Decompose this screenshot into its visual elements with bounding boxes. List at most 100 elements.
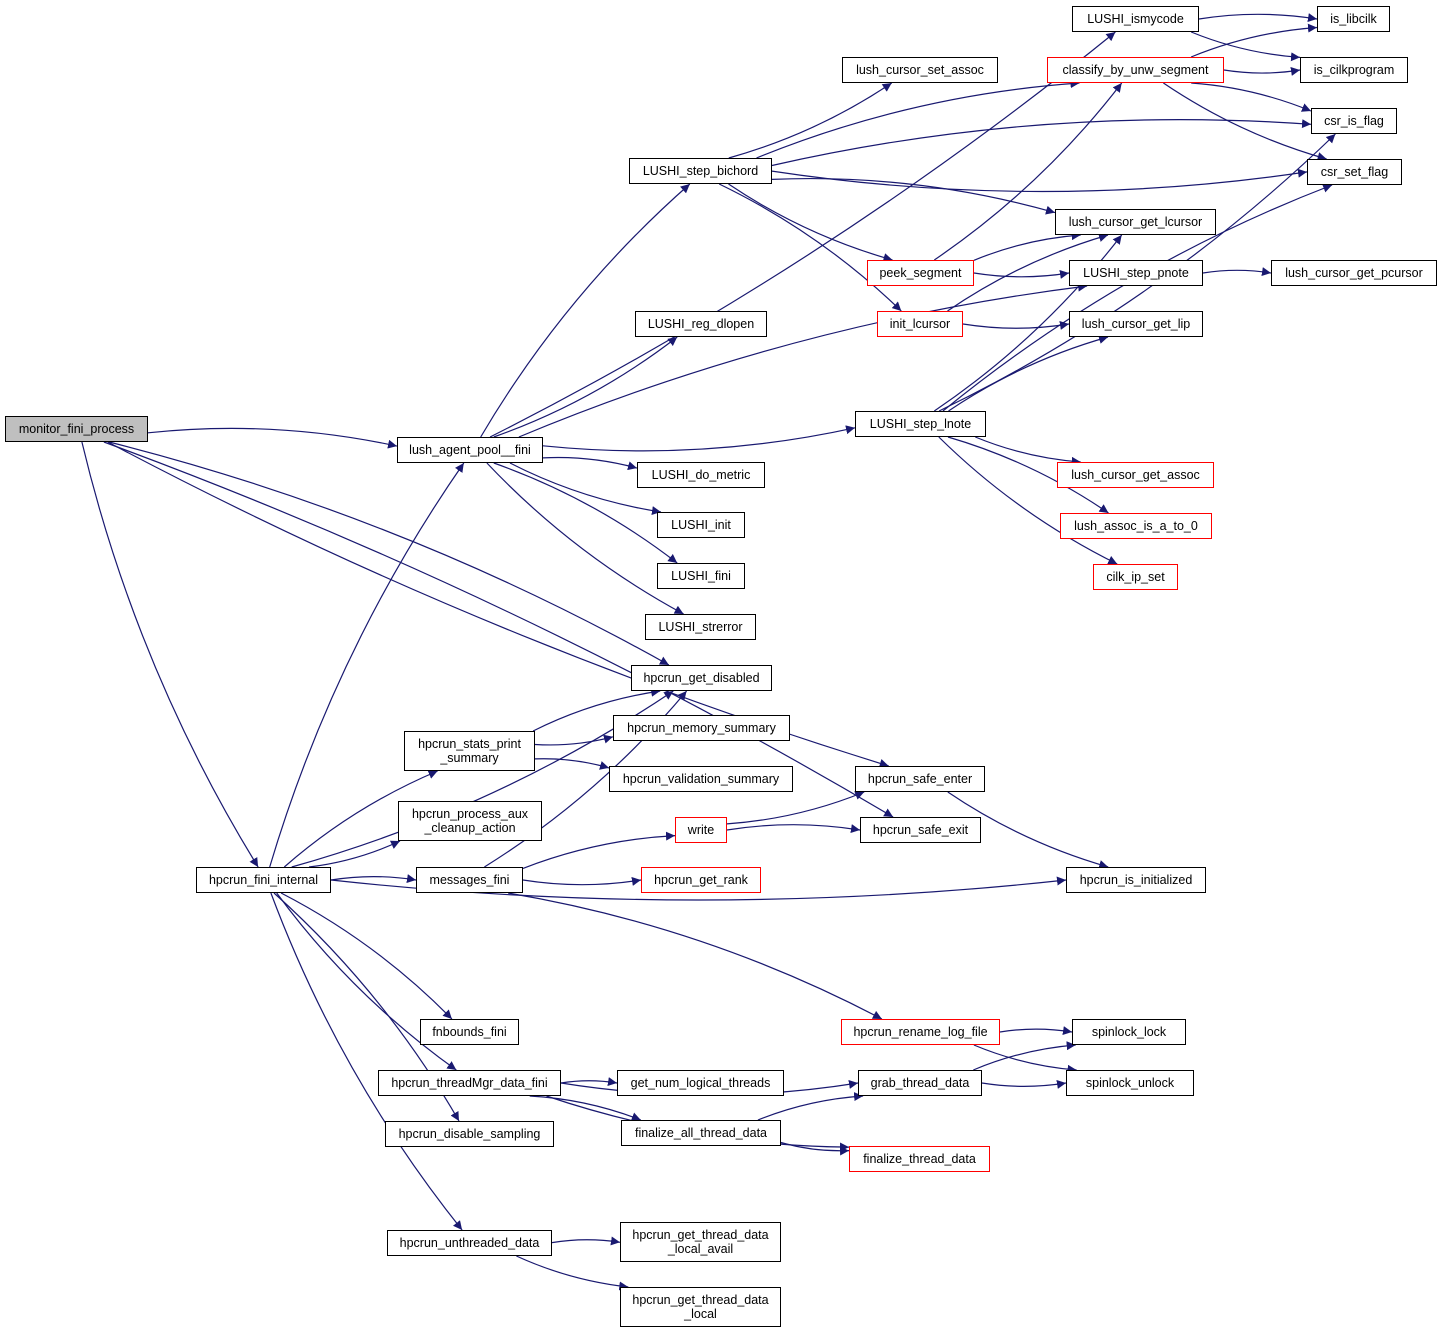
graph-node-LUSHI-do-metric[interactable]: LUSHI_do_metric <box>637 462 765 488</box>
graph-node-finalize-all-thread-data[interactable]: finalize_all_thread_data <box>621 1120 781 1146</box>
edge-classify-by-unw-segment-to-csr-is-flag <box>1191 82 1312 112</box>
graph-node-cilk-ip-set[interactable]: cilk_ip_set <box>1093 564 1178 590</box>
graph-node-hpcrun-unthreaded-data[interactable]: hpcrun_unthreaded_data <box>387 1230 552 1256</box>
graph-node-hpcrun-get-thread-data-local[interactable]: hpcrun_get_thread_data _local <box>620 1287 781 1327</box>
node-label: hpcrun_disable_sampling <box>398 1127 541 1141</box>
graph-node-LUSHI-strerror[interactable]: LUSHI_strerror <box>645 614 756 640</box>
edge-lush-agent-pool--fini-to-LUSHI-ismycode <box>489 31 1116 438</box>
graph-node-lush-agent-pool--fini[interactable]: lush_agent_pool__fini <box>397 437 543 463</box>
graph-node-hpcrun-process-aux-cleanup-action[interactable]: hpcrun_process_aux _cleanup_action <box>398 801 542 841</box>
node-label: csr_is_flag <box>1324 114 1384 128</box>
graph-node-lush-cursor-get-lip[interactable]: lush_cursor_get_lip <box>1069 311 1203 337</box>
graph-node-lush-cursor-set-assoc[interactable]: lush_cursor_set_assoc <box>842 57 998 83</box>
edge-hpcrun-fini-internal-to-hpcrun-stats-print-summary <box>283 770 438 868</box>
edge-init-lcursor-to-lush-cursor-get-lip <box>962 320 1070 330</box>
edge-finalize-all-thread-data-to-finalize-thread-data <box>780 1141 850 1156</box>
graph-node-write[interactable]: write <box>675 817 727 843</box>
graph-node-LUSHI-step-bichord[interactable]: LUSHI_step_bichord <box>629 158 772 184</box>
graph-node-csr-set-flag[interactable]: csr_set_flag <box>1307 159 1402 185</box>
edge-monitor-fini-process-to-lush-agent-pool--fini <box>147 427 398 449</box>
graph-node-hpcrun-get-thread-data-local-avail[interactable]: hpcrun_get_thread_data _local_avail <box>620 1222 781 1262</box>
node-label: lush_cursor_get_lip <box>1081 317 1191 331</box>
edge-grab-thread-data-to-spinlock-lock <box>973 1041 1076 1071</box>
edge-LUSHI-ismycode-to-is-cilkprogram <box>1190 31 1301 62</box>
edge-hpcrun-threadMgr-data-fini-to-get-num-logical-threads <box>560 1077 618 1087</box>
edge-LUSHI-step-lnote-to-cilk-ip-set <box>938 436 1118 565</box>
edge-hpcrun-fini-internal-to-messages-fini <box>330 874 417 884</box>
node-label: lush_assoc_is_a_to_0 <box>1074 519 1198 533</box>
edge-monitor-fini-process-to-hpcrun-safe-exit <box>103 441 894 818</box>
node-label: spinlock_unlock <box>1085 1076 1175 1090</box>
edge-LUSHI-step-lnote-to-lush-assoc-is-a-to-0 <box>947 436 1109 514</box>
graph-node-hpcrun-get-rank[interactable]: hpcrun_get_rank <box>641 867 761 893</box>
edge-LUSHI-step-bichord-to-csr-set-flag <box>771 168 1308 193</box>
graph-node-LUSHI-step-pnote[interactable]: LUSHI_step_pnote <box>1069 260 1203 286</box>
edge-hpcrun-stats-print-summary-to-hpcrun-get-disabled <box>532 687 661 732</box>
graph-node-lush-cursor-get-pcursor[interactable]: lush_cursor_get_pcursor <box>1271 260 1437 286</box>
node-label: hpcrun_safe_exit <box>872 823 969 837</box>
node-label: monitor_fini_process <box>18 422 135 436</box>
node-label: grab_thread_data <box>870 1076 970 1090</box>
edge-LUSHI-step-bichord-to-classify-by-unw-segment <box>756 79 1080 159</box>
graph-node-hpcrun-fini-internal[interactable]: hpcrun_fini_internal <box>196 867 331 893</box>
node-label: hpcrun_get_disabled <box>643 671 760 685</box>
graph-node-classify-by-unw-segment[interactable]: classify_by_unw_segment <box>1047 57 1224 83</box>
graph-node-fnbounds-fini[interactable]: fnbounds_fini <box>420 1019 519 1045</box>
graph-node-LUSHI-ismycode[interactable]: LUSHI_ismycode <box>1072 6 1199 32</box>
node-label: LUSHI_strerror <box>658 620 743 634</box>
graph-node-is-cilkprogram[interactable]: is_cilkprogram <box>1300 57 1408 83</box>
graph-node-messages-fini[interactable]: messages_fini <box>416 867 523 893</box>
node-label: classify_by_unw_segment <box>1062 63 1209 77</box>
edge-lush-agent-pool--fini-to-LUSHI-step-pnote <box>518 282 1088 438</box>
edge-hpcrun-stats-print-summary-to-hpcrun-memory-summary <box>534 734 614 746</box>
graph-node-init-lcursor[interactable]: init_lcursor <box>877 311 963 337</box>
graph-node-hpcrun-threadMgr-data-fini[interactable]: hpcrun_threadMgr_data_fini <box>378 1070 561 1096</box>
edge-LUSHI-step-bichord-to-lush-cursor-set-assoc <box>728 82 893 159</box>
node-label: lush_cursor_get_assoc <box>1071 468 1200 482</box>
graph-node-hpcrun-is-initialized[interactable]: hpcrun_is_initialized <box>1066 867 1206 893</box>
graph-node-hpcrun-get-disabled[interactable]: hpcrun_get_disabled <box>631 665 772 691</box>
graph-node-LUSHI-fini[interactable]: LUSHI_fini <box>657 563 745 589</box>
graph-node-csr-is-flag[interactable]: csr_is_flag <box>1311 108 1397 134</box>
graph-node-spinlock-unlock[interactable]: spinlock_unlock <box>1066 1070 1194 1096</box>
node-label: cilk_ip_set <box>1106 570 1165 584</box>
graph-node-grab-thread-data[interactable]: grab_thread_data <box>858 1070 982 1096</box>
graph-node-hpcrun-memory-summary[interactable]: hpcrun_memory_summary <box>613 715 790 741</box>
graph-node-lush-cursor-get-lcursor[interactable]: lush_cursor_get_lcursor <box>1055 209 1216 235</box>
edge-messages-fini-to-hpcrun-rename-log-file <box>508 892 883 1020</box>
graph-node-hpcrun-rename-log-file[interactable]: hpcrun_rename_log_file <box>841 1019 1000 1045</box>
graph-node-hpcrun-safe-exit[interactable]: hpcrun_safe_exit <box>860 817 981 843</box>
edge-monitor-fini-process-to-hpcrun-fini-internal <box>81 441 259 868</box>
edge-lush-agent-pool--fini-to-LUSHI-do-metric <box>542 456 638 471</box>
graph-node-finalize-thread-data[interactable]: finalize_thread_data <box>849 1146 990 1172</box>
edge-write-to-hpcrun-safe-enter <box>726 791 865 825</box>
edge-hpcrun-rename-log-file-to-spinlock-lock <box>999 1026 1073 1036</box>
edge-hpcrun-safe-enter-to-hpcrun-is-initialized <box>947 791 1109 869</box>
graph-node-hpcrun-stats-print-summary[interactable]: hpcrun_stats_print _summary <box>404 731 535 771</box>
graph-node-LUSHI-step-lnote[interactable]: LUSHI_step_lnote <box>855 411 986 437</box>
graph-node-is-libcilk[interactable]: is_libcilk <box>1317 6 1390 32</box>
graph-node-peek-segment[interactable]: peek_segment <box>867 260 974 286</box>
graph-node-lush-cursor-get-assoc[interactable]: lush_cursor_get_assoc <box>1057 462 1214 488</box>
graph-node-hpcrun-safe-enter[interactable]: hpcrun_safe_enter <box>855 766 985 792</box>
node-label: hpcrun_rename_log_file <box>853 1025 988 1039</box>
graph-node-LUSHI-reg-dlopen[interactable]: LUSHI_reg_dlopen <box>635 311 767 337</box>
graph-node-LUSHI-init[interactable]: LUSHI_init <box>657 512 745 538</box>
node-label: peek_segment <box>879 266 962 280</box>
node-label: LUSHI_step_bichord <box>642 164 759 178</box>
edge-hpcrun-fini-internal-to-hpcrun-unthreaded-data <box>270 892 463 1231</box>
node-label: hpcrun_fini_internal <box>208 873 319 887</box>
edge-grab-thread-data-to-spinlock-unlock <box>981 1079 1067 1089</box>
node-label: LUSHI_do_metric <box>651 468 751 482</box>
graph-node-lush-assoc-is-a-to-0[interactable]: lush_assoc_is_a_to_0 <box>1060 513 1212 539</box>
graph-node-spinlock-lock[interactable]: spinlock_lock <box>1072 1019 1186 1045</box>
edge-LUSHI-step-bichord-to-csr-is-flag <box>771 119 1312 167</box>
graph-node-hpcrun-disable-sampling[interactable]: hpcrun_disable_sampling <box>385 1121 554 1147</box>
graph-node-get-num-logical-threads[interactable]: get_num_logical_threads <box>617 1070 784 1096</box>
graph-node-hpcrun-validation-summary[interactable]: hpcrun_validation_summary <box>609 766 793 792</box>
edge-hpcrun-fini-internal-to-hpcrun-threadMgr-data-fini <box>276 892 457 1071</box>
edge-peek-segment-to-LUSHI-step-pnote <box>973 269 1070 279</box>
edge-peek-segment-to-lush-cursor-get-lcursor <box>973 231 1081 261</box>
edge-classify-by-unw-segment-to-is-libcilk <box>1190 23 1318 58</box>
